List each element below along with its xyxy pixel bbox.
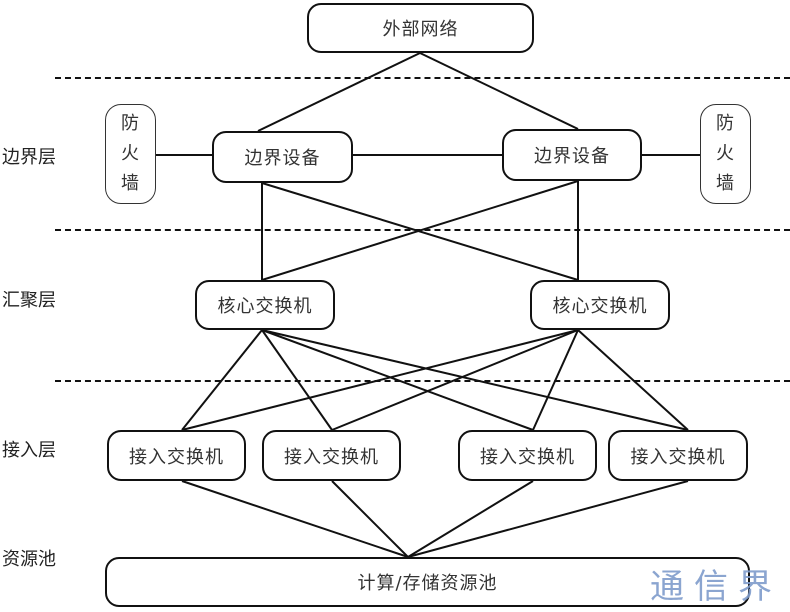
layer-label-border: 边界层 [2,147,56,168]
firewall-right-node[interactable]: 防 火 墙 [700,104,751,204]
firewall-char: 墙 [121,173,140,194]
external-network-node[interactable]: 外部网络 [307,3,534,53]
layer-divider [55,380,790,382]
access-switch-node[interactable]: 接入交换机 [262,430,401,481]
access-switch-node[interactable]: 接入交换机 [458,430,597,481]
firewall-left-node[interactable]: 防 火 墙 [105,104,156,204]
layer-divider [55,77,790,79]
border-device-right-node[interactable]: 边界设备 [502,129,642,181]
firewall-char: 防 [716,113,735,134]
firewall-char: 墙 [716,173,735,194]
link-external-border_left [257,52,421,132]
layer-label-aggregation: 汇聚层 [2,290,56,311]
link-access_3-pool [407,480,534,558]
link-external-border_right [419,52,579,130]
access-switch-node[interactable]: 接入交换机 [107,430,246,481]
resource-pool-node[interactable]: 计算/存储资源池 [105,557,750,607]
watermark-logo: 通信界 [650,567,782,607]
border-device-left-node[interactable]: 边界设备 [212,131,353,183]
link-access_4-pool [407,480,689,558]
link-access_2-pool [331,480,409,558]
layer-label-access: 接入层 [2,440,56,461]
access-switch-node[interactable]: 接入交换机 [608,430,748,481]
firewall-char: 火 [716,143,735,164]
core-switch-left-node[interactable]: 核心交换机 [195,280,335,330]
firewall-char: 防 [121,113,140,134]
link-access_1-pool [181,480,409,558]
layer-divider [55,229,790,231]
firewall-char: 火 [121,143,140,164]
core-switch-right-node[interactable]: 核心交换机 [530,280,670,330]
layer-label-resource: 资源池 [2,549,56,570]
